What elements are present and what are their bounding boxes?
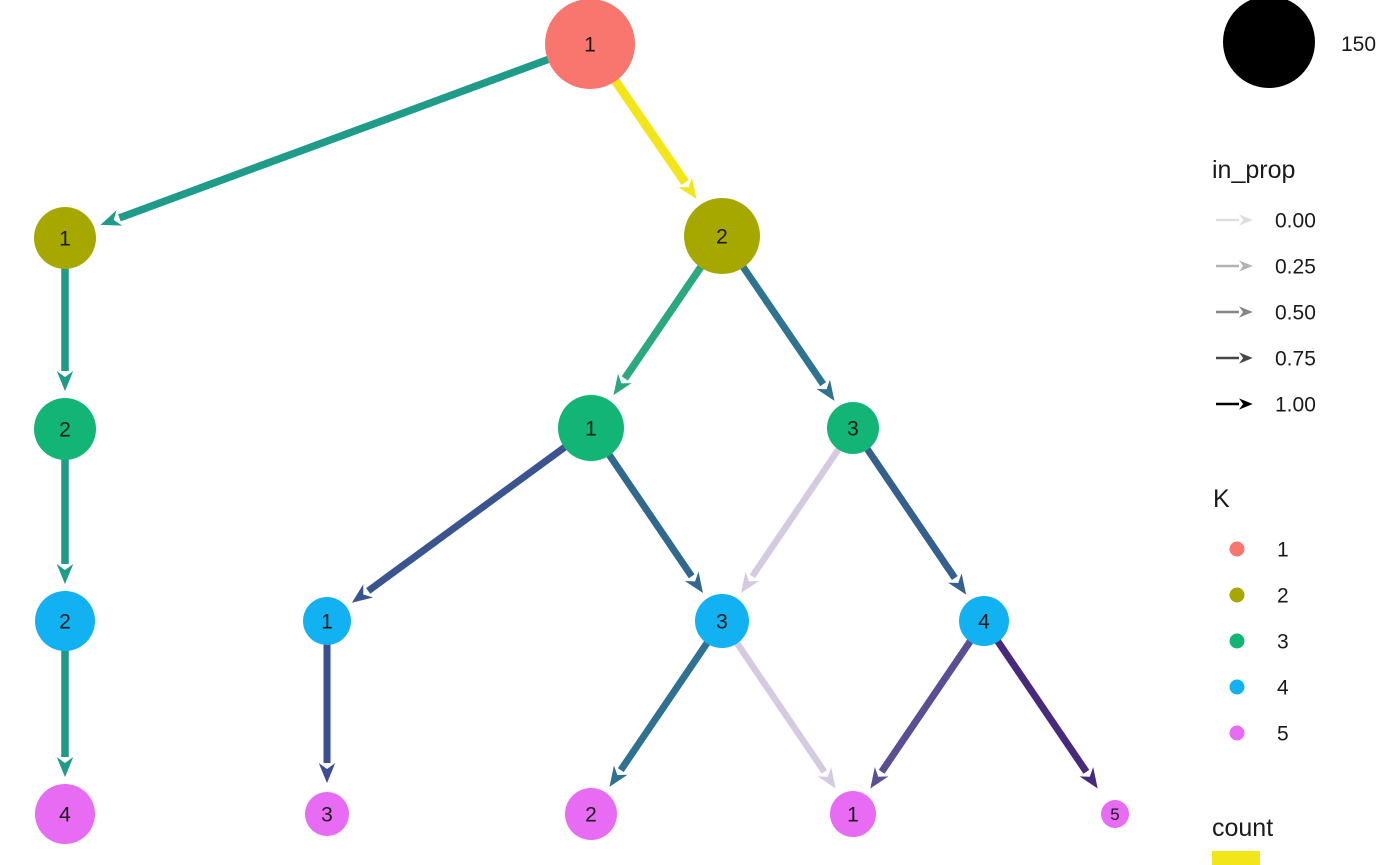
edge-K4-3-to-K5-2 — [609, 640, 711, 787]
k-item-5: 5 — [1229, 723, 1289, 746]
cluster-node-K5-2: 2 — [565, 788, 617, 840]
cluster-node-K4-4: 4 — [959, 596, 1009, 646]
node-circle-K5-3 — [305, 792, 349, 836]
size-legend-value: 150 — [1341, 33, 1376, 56]
edge-K3-3-to-K4-4 — [864, 446, 967, 595]
in-prop-legend-title: in_prop — [1212, 156, 1295, 184]
node-circle-K2-1 — [34, 207, 96, 269]
node-circle-K5-5 — [1101, 800, 1129, 828]
edges-layer — [56, 55, 1098, 789]
in-prop-item-label: 0.75 — [1275, 348, 1316, 371]
node-circle-K2-2 — [684, 198, 760, 274]
node-label-K2-2: 2 — [716, 226, 728, 249]
k-legend-title: K — [1213, 485, 1230, 513]
k-item-dot-icon — [1229, 725, 1245, 741]
k-item-dot-icon — [1229, 633, 1245, 649]
in-prop-item-0.00: 0.00 — [1216, 210, 1316, 233]
in-prop-item-label: 0.00 — [1275, 210, 1316, 233]
cluster-node-K5-5: 5 — [1101, 800, 1129, 828]
cluster-node-K4-3: 3 — [695, 594, 749, 648]
cluster-node-K3-3: 3 — [827, 402, 879, 454]
k-item-label: 4 — [1277, 677, 1289, 700]
node-label-K5-1: 1 — [847, 804, 859, 827]
node-label-K2-1: 1 — [59, 228, 71, 251]
node-label-K1-1: 1 — [584, 34, 596, 57]
node-label-K5-2: 2 — [585, 804, 597, 827]
cluster-node-K5-1: 1 — [830, 791, 876, 837]
node-label-K4-1: 1 — [321, 611, 333, 634]
node-circle-K5-1 — [830, 791, 876, 837]
count-legend-title: count — [1212, 814, 1273, 842]
cluster-node-K3-1: 1 — [558, 395, 624, 461]
k-item-label: 2 — [1277, 585, 1289, 608]
node-circle-K4-4 — [959, 596, 1009, 646]
k-item-3: 3 — [1229, 631, 1289, 654]
in-prop-item-0.25: 0.25 — [1216, 256, 1316, 279]
node-circle-K1-1 — [545, 0, 635, 89]
in-prop-item-0.75: 0.75 — [1216, 348, 1316, 371]
in-prop-item-label: 1.00 — [1275, 394, 1316, 417]
k-item-label: 5 — [1277, 723, 1289, 746]
node-circle-K5-2 — [565, 788, 617, 840]
node-circle-K3-3 — [827, 402, 879, 454]
in-prop-item-0.50: 0.50 — [1216, 302, 1316, 325]
node-label-K3-3: 3 — [847, 418, 859, 441]
edge-K3-1-to-K4-3 — [606, 452, 703, 594]
edge-K2-2-to-K3-1 — [613, 264, 705, 396]
in-prop-item-1.00: 1.00 — [1216, 394, 1316, 417]
cluster-node-K1-1: 1 — [545, 0, 635, 89]
cluster-node-K2-2: 2 — [684, 198, 760, 274]
size-legend-circle — [1223, 0, 1315, 88]
k-item-1: 1 — [1229, 539, 1289, 562]
edge-K2-2-to-K3-3 — [739, 264, 835, 401]
cluster-node-K4-2: 2 — [35, 591, 95, 651]
edge-K4-4-to-K5-1 — [870, 638, 974, 789]
node-label-K4-3: 3 — [716, 611, 728, 634]
edge-K4-3-to-K5-1 — [733, 640, 836, 789]
cluster-node-K4-1: 1 — [303, 597, 351, 645]
k-item-dot-icon — [1229, 541, 1245, 557]
node-circle-K4-2 — [35, 591, 95, 651]
count-gradient-bar — [1212, 851, 1260, 865]
k-item-label: 3 — [1277, 631, 1289, 654]
k-legend-rows: 1 2 3 4 5 — [1229, 539, 1289, 746]
k-item-dot-icon — [1229, 679, 1245, 695]
node-label-K5-5: 5 — [1110, 805, 1119, 824]
node-circle-K4-3 — [695, 594, 749, 648]
node-circle-K3-2 — [34, 398, 96, 460]
node-circle-K5-4 — [35, 784, 95, 844]
node-label-K3-2: 2 — [59, 419, 71, 442]
node-label-K5-4: 4 — [59, 804, 71, 827]
node-label-K4-2: 2 — [59, 611, 71, 634]
edge-K3-1-to-K4-1 — [351, 444, 568, 603]
in-prop-item-label: 0.25 — [1275, 256, 1316, 279]
cluster-node-K3-2: 2 — [34, 398, 96, 460]
nodes-layer: 1 1 2 2 1 3 2 1 3 4 4 3 2 1 5 — [34, 0, 1129, 844]
k-item-label: 1 — [1277, 539, 1289, 562]
node-label-K5-3: 3 — [321, 804, 333, 827]
in-prop-item-label: 0.50 — [1275, 302, 1316, 325]
edge-K1-1-to-K2-1 — [100, 55, 551, 226]
k-item-dot-icon — [1229, 587, 1245, 603]
cluster-node-K5-4: 4 — [35, 784, 95, 844]
k-item-4: 4 — [1229, 677, 1289, 700]
k-item-2: 2 — [1229, 585, 1289, 608]
edge-K1-1-to-K2-2 — [611, 77, 697, 200]
node-circle-K4-1 — [303, 597, 351, 645]
edge-K4-4-to-K5-5 — [994, 638, 1098, 789]
cluster-node-K2-1: 1 — [34, 207, 96, 269]
cluster-node-K5-3: 3 — [305, 792, 349, 836]
size-legend: 150 — [1223, 0, 1376, 88]
node-label-K4-4: 4 — [978, 611, 990, 634]
edge-K3-3-to-K4-3 — [741, 446, 842, 594]
node-circle-K3-1 — [558, 395, 624, 461]
node-label-K3-1: 1 — [585, 418, 597, 441]
in-prop-legend-rows: 0.00 0.25 0.50 0.75 1.00 — [1216, 210, 1316, 417]
